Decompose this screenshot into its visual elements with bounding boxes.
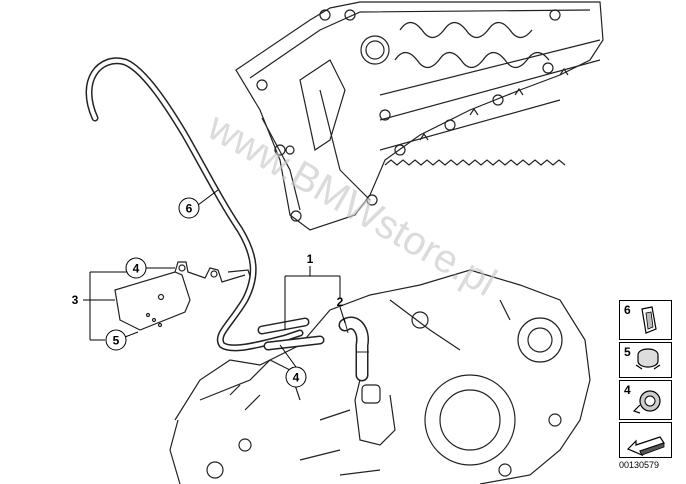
callout-1-label: 1 — [307, 252, 314, 266]
engine-valve-cover — [235, 1, 604, 231]
legend-item-5: 5 — [619, 342, 672, 378]
legend-item-4-number: 4 — [624, 383, 631, 397]
engine-block — [169, 269, 591, 484]
legend-item-5-number: 5 — [624, 345, 631, 359]
diagram-id: 00130579 — [619, 460, 660, 470]
callout-6: 6 — [178, 197, 200, 219]
legend-item-6: 6 — [619, 300, 672, 340]
callout-4-upper-label: 4 — [133, 262, 140, 276]
legend-item-6-number: 6 — [624, 303, 631, 317]
callout-6-label: 6 — [186, 202, 193, 216]
legend-item-arrow — [619, 422, 672, 458]
elbow-hose — [338, 316, 370, 382]
leader-lines — [83, 189, 346, 368]
callout-4-upper: 4 — [125, 257, 147, 279]
callout-5-label: 5 — [113, 334, 120, 348]
hose-clip-icon — [632, 390, 661, 414]
arrow-icon — [626, 436, 665, 457]
bracket — [114, 261, 251, 331]
callout-4-lower: 4 — [285, 366, 307, 388]
clip-icon — [641, 306, 657, 334]
callout-3-label: 3 — [72, 293, 79, 307]
legend-item-4: 4 — [619, 380, 672, 420]
clamp-icon — [635, 348, 661, 370]
vent-hose — [85, 57, 325, 352]
callout-2-label: 2 — [337, 295, 344, 309]
callout-4-lower-label: 4 — [293, 371, 300, 385]
callout-5: 5 — [105, 329, 127, 351]
watermark-text: www.BMWstore.pl — [200, 104, 504, 305]
